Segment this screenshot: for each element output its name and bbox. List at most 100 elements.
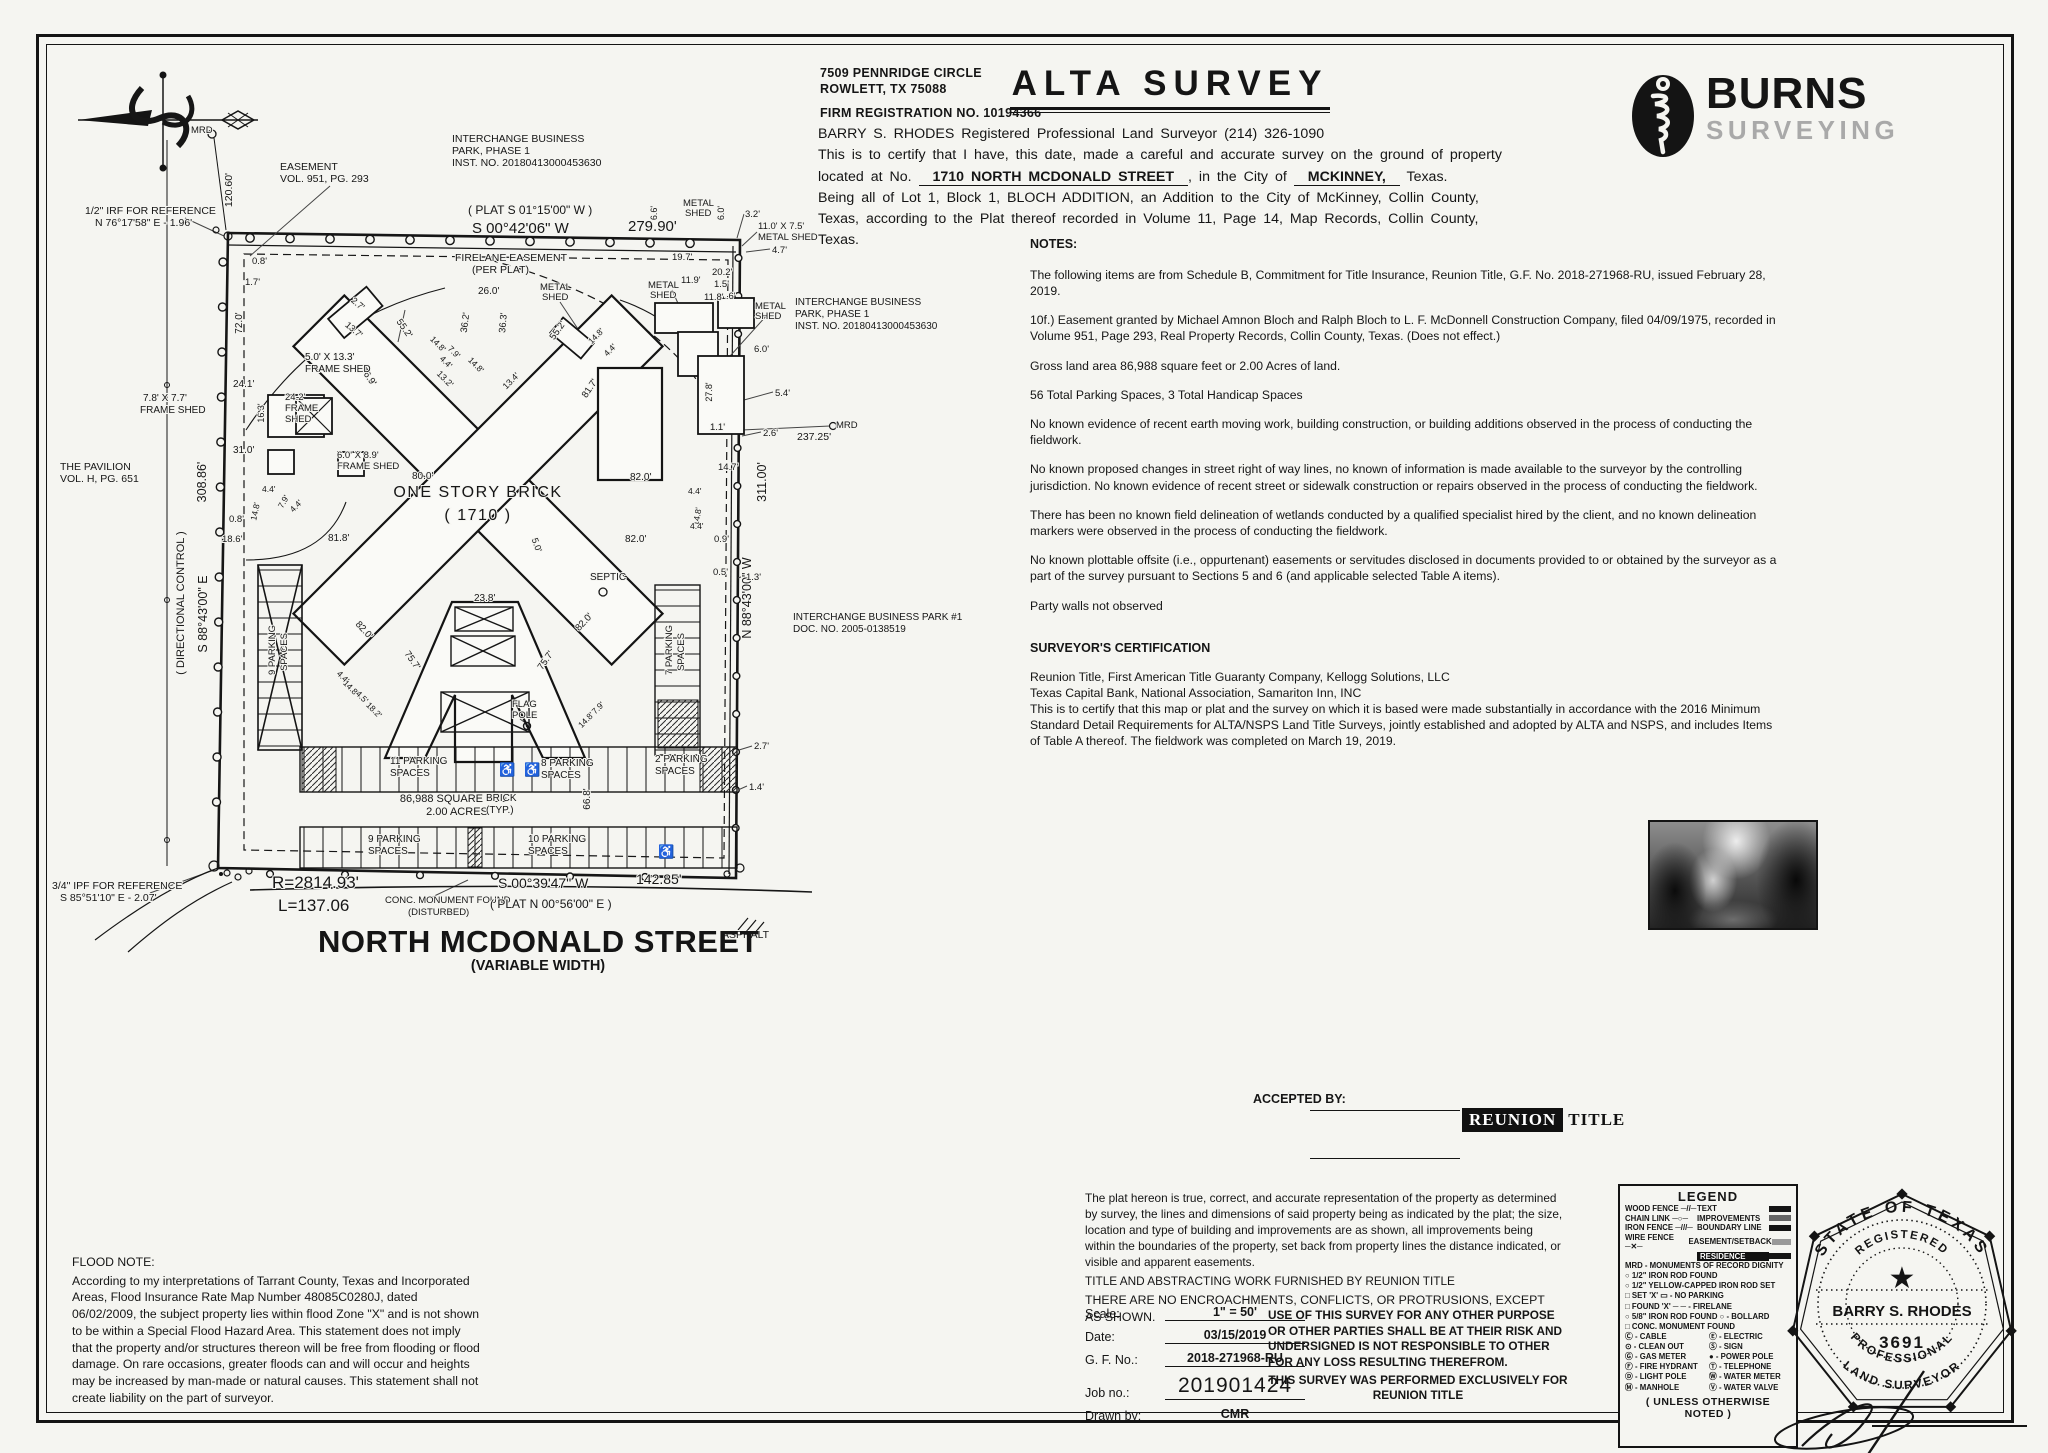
legend-line-swatch [1769, 1205, 1791, 1212]
reunion-logo-part2: TITLE [1568, 1110, 1626, 1129]
note-item: No known proposed changes in street righ… [1030, 462, 1758, 493]
encroachments-note: THERE ARE NO ENCROACHMENTS, CONFLICTS, O… [1085, 1293, 1545, 1324]
plat-label: ♿ [499, 762, 515, 777]
plat-label: POLE [512, 710, 537, 721]
plat-label: VOL. H, PG. 651 [60, 473, 139, 485]
plat-label: 1.7' [245, 277, 260, 288]
plat-label: EASEMENT [280, 161, 338, 173]
plat-label: 10 PARKING [528, 834, 586, 845]
seal-registered-text: REGISTERED [1853, 1229, 1949, 1258]
svg-text:REGISTERED: REGISTERED [1853, 1229, 1951, 1258]
firm-registration: FIRM REGISTRATION NO. 10194366 [820, 106, 1042, 120]
plat-label: (DISTURBED) [408, 907, 469, 918]
plat-label: 5.4' [775, 388, 790, 399]
plat-label: 1.4' [749, 782, 764, 793]
logo-brand-text: BURNS [1706, 69, 1868, 118]
legend-symbol-row: Ⓖ - GAS METER● - POWER POLE [1625, 1352, 1774, 1362]
plat-label: METAL SHED [758, 232, 818, 243]
parking-areas [257, 564, 738, 869]
plat-label: ( DIRECTIONAL CONTROL ) [175, 531, 187, 674]
plat-label: SHED [285, 414, 312, 425]
plat-label: PARK, PHASE 1 [795, 309, 870, 320]
notes-section: NOTES: The following items are from Sche… [1030, 236, 1790, 763]
plat-label: METAL [648, 280, 679, 291]
note-item: No known plottable offsite (i.e., oppurt… [1030, 553, 1777, 584]
boundary-markers [211, 233, 743, 882]
plat-label: (PER PLAT) [472, 264, 529, 276]
plat-label: 80.0' [412, 471, 433, 482]
logo-sub-text: SURVEYING [1706, 115, 1900, 145]
title-underline-2 [1010, 111, 1330, 113]
address-line1: 7509 PENNRIDGE CIRCLE [820, 66, 982, 80]
plat-label: 9 PARKING [267, 625, 278, 675]
page-border-inner [46, 44, 2004, 1413]
plat-label: SPACES [390, 768, 430, 779]
info-label: Scale: [1085, 1307, 1120, 1321]
plat-label: (TYP.) [486, 805, 514, 816]
plat-label: FRAME SHED [140, 405, 206, 416]
cert-line1: BARRY S. RHODES Registered Professional … [818, 126, 1325, 142]
legend-footer: ( UNLESS OTHERWISE NOTED ) [1645, 1395, 1771, 1420]
plat-label: INST. NO. 20180413000453630 [452, 157, 602, 169]
plat-label: 24.2' [285, 392, 305, 403]
certification-paragraph: BARRY S. RHODES Registered Professional … [818, 124, 1543, 252]
plat-label: METAL [755, 301, 786, 312]
plat-label: 7.8' X 7.7' [143, 393, 187, 404]
plat-label: 82.0' [630, 472, 651, 483]
street-name-block: NORTH MCDONALD STREET (VARIABLE WIDTH) [318, 924, 759, 974]
surveyors-certification-heading: SURVEYOR'S CERTIFICATION [1030, 640, 1211, 655]
legend-monuments: MRD - MONUMENTS OF RECORD DIGNITY○ 1/2" … [1625, 1261, 1791, 1332]
plat-label: SHED [755, 311, 782, 322]
plat-label: SEPTIC [590, 572, 626, 583]
info-value: 03/15/2019 [1165, 1328, 1305, 1344]
info-label: G. F. No.: [1085, 1353, 1138, 1367]
legend-line-swatch [1769, 1215, 1791, 1222]
plat-label: 237.25' [797, 431, 831, 443]
plat-label: 1.5' [714, 279, 729, 290]
plat-label: ♿ [658, 844, 674, 859]
flood-note-body: According to my interpretations of Tarra… [72, 1273, 480, 1405]
performed-exclusively-text: THIS SURVEY WAS PERFORMED EXCLUSIVELY FO… [1268, 1372, 1568, 1403]
plat-label: 19.7' [672, 252, 692, 263]
plat-label: 3.2' [745, 209, 760, 220]
plat-label: 66.8' [582, 788, 593, 809]
plat-statement: The plat hereon is true, correct, and ac… [1085, 1190, 1563, 1326]
legend-line: MRD - MONUMENTS OF RECORD DIGNITY [1625, 1261, 1784, 1270]
certified-party: Texas Capital Bank, National Association… [1030, 685, 1362, 700]
plat-label: 308.86' [195, 462, 209, 503]
plat-label: S 00°42'06" W [472, 220, 570, 237]
plat-label: SPACES [368, 846, 408, 857]
plat-label: FLAG [512, 699, 537, 710]
plat-label: 36.2' [459, 312, 473, 334]
plat-label: 2.00 ACRES [426, 806, 488, 818]
plat-label: 11.6' [716, 291, 736, 302]
surveyors-certification-body: This is to certify that this map or plat… [1030, 701, 1773, 749]
plat-label: 27.8' [704, 382, 714, 402]
plat-label: 75.7' [402, 649, 423, 672]
plat-label: 0.9' [714, 534, 729, 545]
plat-label: 11.8' [704, 292, 724, 303]
building-label: ONE STORY BRICK [393, 484, 562, 501]
plat-label: FRAME [285, 403, 318, 414]
plat-label: MRD [836, 420, 858, 431]
building-label: ( 1710 ) [444, 507, 511, 524]
plat-label: N 76°17'58" E - 1.96' [95, 217, 192, 229]
reunion-logo-part1: REUNION [1462, 1108, 1564, 1132]
plat-label: 279.90' [628, 218, 677, 235]
info-row: Scale:1" = 50' [1085, 1305, 1385, 1321]
info-label: Job no.: [1085, 1386, 1130, 1400]
plat-label: 6.0' [716, 206, 726, 221]
plat-label: 6.0' [754, 344, 769, 355]
plat-label: FIRELANE EASEMENT [455, 252, 568, 264]
plat-label: 2.7' [754, 741, 769, 752]
info-label: Drawn by: [1085, 1409, 1142, 1423]
cert-line6: Texas. [818, 232, 860, 249]
info-value: CMR [1165, 1407, 1305, 1423]
plat-label: 20.2' [712, 267, 732, 278]
plat-label: 72.0' [234, 312, 245, 333]
